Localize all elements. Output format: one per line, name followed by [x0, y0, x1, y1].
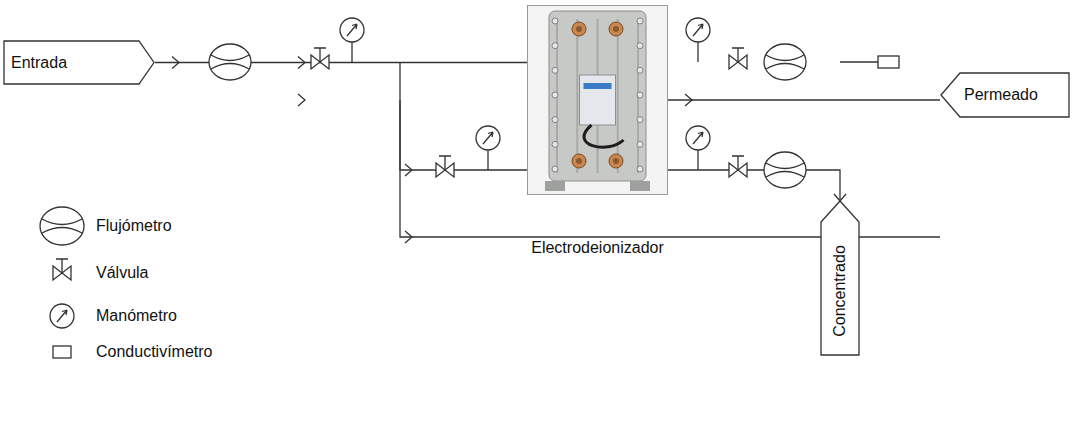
stream-label: Entrada [3, 53, 67, 72]
valve-symbol [729, 48, 747, 69]
flowmeter-symbol [764, 152, 806, 188]
pressure-gauge [340, 18, 364, 62]
pipe-line [155, 57, 527, 177]
legend-label: Conductivímetro [96, 342, 213, 361]
pipe-line [668, 170, 846, 201]
legend-valve [53, 259, 71, 280]
inlet-flag: Entrada [3, 40, 155, 85]
legend-flowmeter [40, 207, 84, 245]
pressure-gauge [686, 126, 710, 170]
legend-gauge [50, 304, 74, 328]
valve-symbol [436, 156, 454, 177]
pressure-gauge [476, 126, 500, 170]
flowmeter-symbol [209, 44, 251, 80]
edi-illustration [527, 5, 668, 195]
conductivity-meter [840, 56, 899, 68]
outlet-flag: Permeado [940, 72, 1070, 118]
valve-symbol [311, 48, 329, 69]
pressure-gauge [686, 18, 710, 62]
flowmeter-symbol [764, 44, 806, 80]
equipment-label: Electrodeionizador [531, 238, 664, 257]
legend-label: Válvula [96, 263, 148, 282]
legend-label: Manómetro [96, 306, 177, 325]
valve-symbol [729, 156, 747, 177]
edi-unit: Electrodeionizador [527, 5, 668, 195]
stream-label: Permeado [940, 85, 1038, 104]
legend-label: Flujómetro [96, 216, 172, 235]
legend-conductivity-meter [53, 346, 71, 358]
stream-label: Concentrado [830, 245, 849, 337]
outlet-flag: Concentrado [820, 200, 860, 356]
